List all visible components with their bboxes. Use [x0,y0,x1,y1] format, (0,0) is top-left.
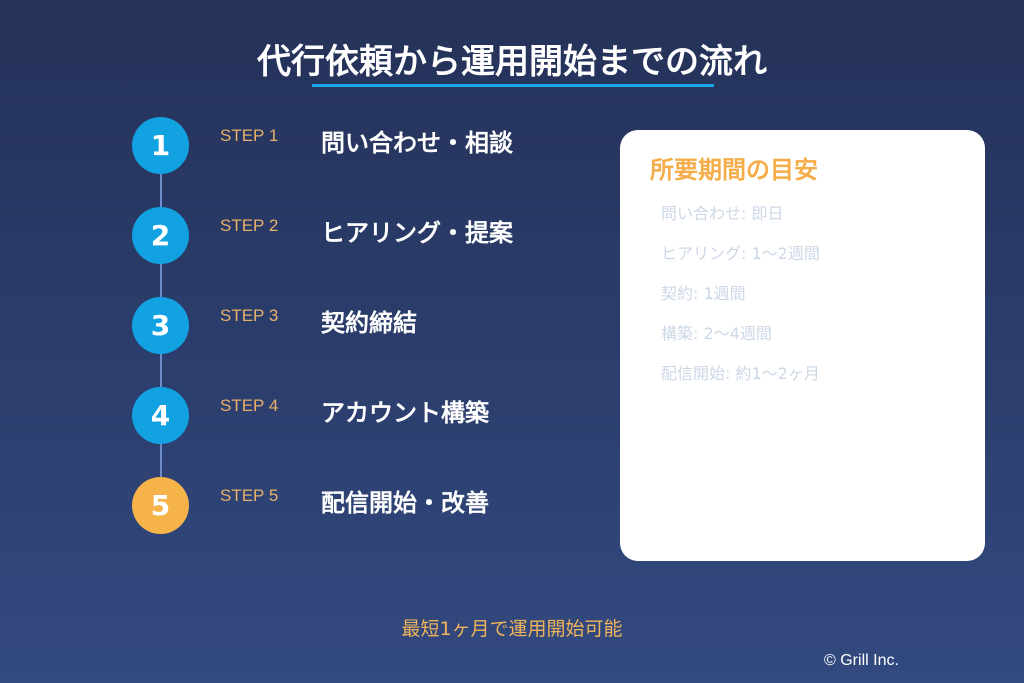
step-name: 配信開始・改善 [321,489,489,517]
step-number-badge: 1 [132,117,189,174]
step-name: 契約締結 [321,309,417,337]
step-number-badge: 3 [132,297,189,354]
duration-item: 構築: 2〜4週間 [661,324,772,343]
step-label: STEP 1 [220,126,279,145]
step-3: 3 STEP 3 契約締結 [132,297,612,355]
duration-item: ヒアリング: 1〜2週間 [661,244,820,263]
duration-card: 所要期間の目安 問い合わせ: 即日 ヒアリング: 1〜2週間 契約: 1週間 構… [620,130,985,561]
step-label: STEP 2 [220,216,279,235]
card-title: 所要期間の目安 [650,156,818,184]
step-number-badge: 5 [132,477,189,534]
title-underline [312,84,714,87]
copyright: © Grill Inc. [824,652,899,669]
step-number-badge: 2 [132,207,189,264]
step-label: STEP 4 [220,396,279,415]
footer-note: 最短1ヶ月で運用開始可能 [401,618,623,640]
duration-item: 問い合わせ: 即日 [661,204,784,223]
step-2: 2 STEP 2 ヒアリング・提案 [132,207,612,265]
step-name: ヒアリング・提案 [321,219,513,247]
step-number-badge: 4 [132,387,189,444]
step-5: 5 STEP 5 配信開始・改善 [132,477,612,535]
step-label: STEP 3 [220,306,279,325]
step-name: 問い合わせ・相談 [321,129,513,157]
duration-item: 契約: 1週間 [661,284,746,303]
step-label: STEP 5 [220,486,279,505]
step-4: 4 STEP 4 アカウント構築 [132,387,612,445]
step-name: アカウント構築 [321,399,489,427]
duration-item: 配信開始: 約1〜2ヶ月 [661,364,820,383]
page-title: 代行依頼から運用開始までの流れ [257,42,767,82]
step-1: 1 STEP 1 問い合わせ・相談 [132,117,612,175]
